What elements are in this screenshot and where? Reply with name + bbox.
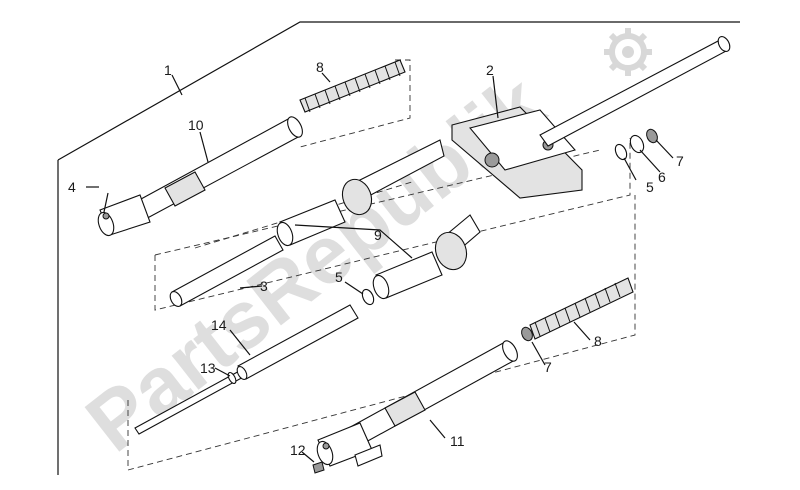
- callout-11: 11: [450, 433, 465, 449]
- washer-5-mid: [361, 288, 375, 306]
- callout-8-bottom: 8: [594, 333, 602, 349]
- fork-seals: [341, 178, 468, 271]
- assembly-outline: [57, 21, 740, 475]
- callout-8-top: 8: [316, 59, 324, 75]
- callout-10: 10: [188, 117, 204, 133]
- callout-labels: 1 2 3 4 5 5 6 7 7 8 8 9 10 11 12 13 14: [68, 59, 684, 458]
- fork-leg-10: [97, 116, 303, 237]
- callout-9: 9: [374, 227, 382, 243]
- leader-lines: [86, 72, 674, 463]
- watermark: PartsRepublik: [70, 28, 652, 469]
- callout-3: 3: [260, 278, 268, 294]
- callout-4: 4: [68, 179, 76, 195]
- damper-rod-14: [134, 304, 359, 435]
- callout-13: 13: [200, 360, 216, 376]
- callout-2: 2: [486, 62, 494, 78]
- fork-leg-11: [316, 340, 518, 467]
- nut-12: [312, 461, 325, 474]
- spring-8-top: [299, 59, 406, 113]
- washers-right: [521, 128, 658, 342]
- callout-5-mid: 5: [335, 269, 343, 285]
- callout-6: 6: [658, 169, 666, 185]
- tube-3: [169, 235, 284, 307]
- spring-8-bottom: [529, 277, 634, 340]
- callout-12: 12: [290, 442, 306, 458]
- callout-1: 1: [164, 62, 172, 78]
- callout-7-right: 7: [676, 153, 684, 169]
- callout-7-bottom: 7: [544, 359, 552, 375]
- callout-5-right: 5: [646, 179, 654, 195]
- fork-tubes-9: [276, 199, 443, 300]
- callout-14: 14: [211, 317, 227, 333]
- gear-icon: [604, 28, 652, 76]
